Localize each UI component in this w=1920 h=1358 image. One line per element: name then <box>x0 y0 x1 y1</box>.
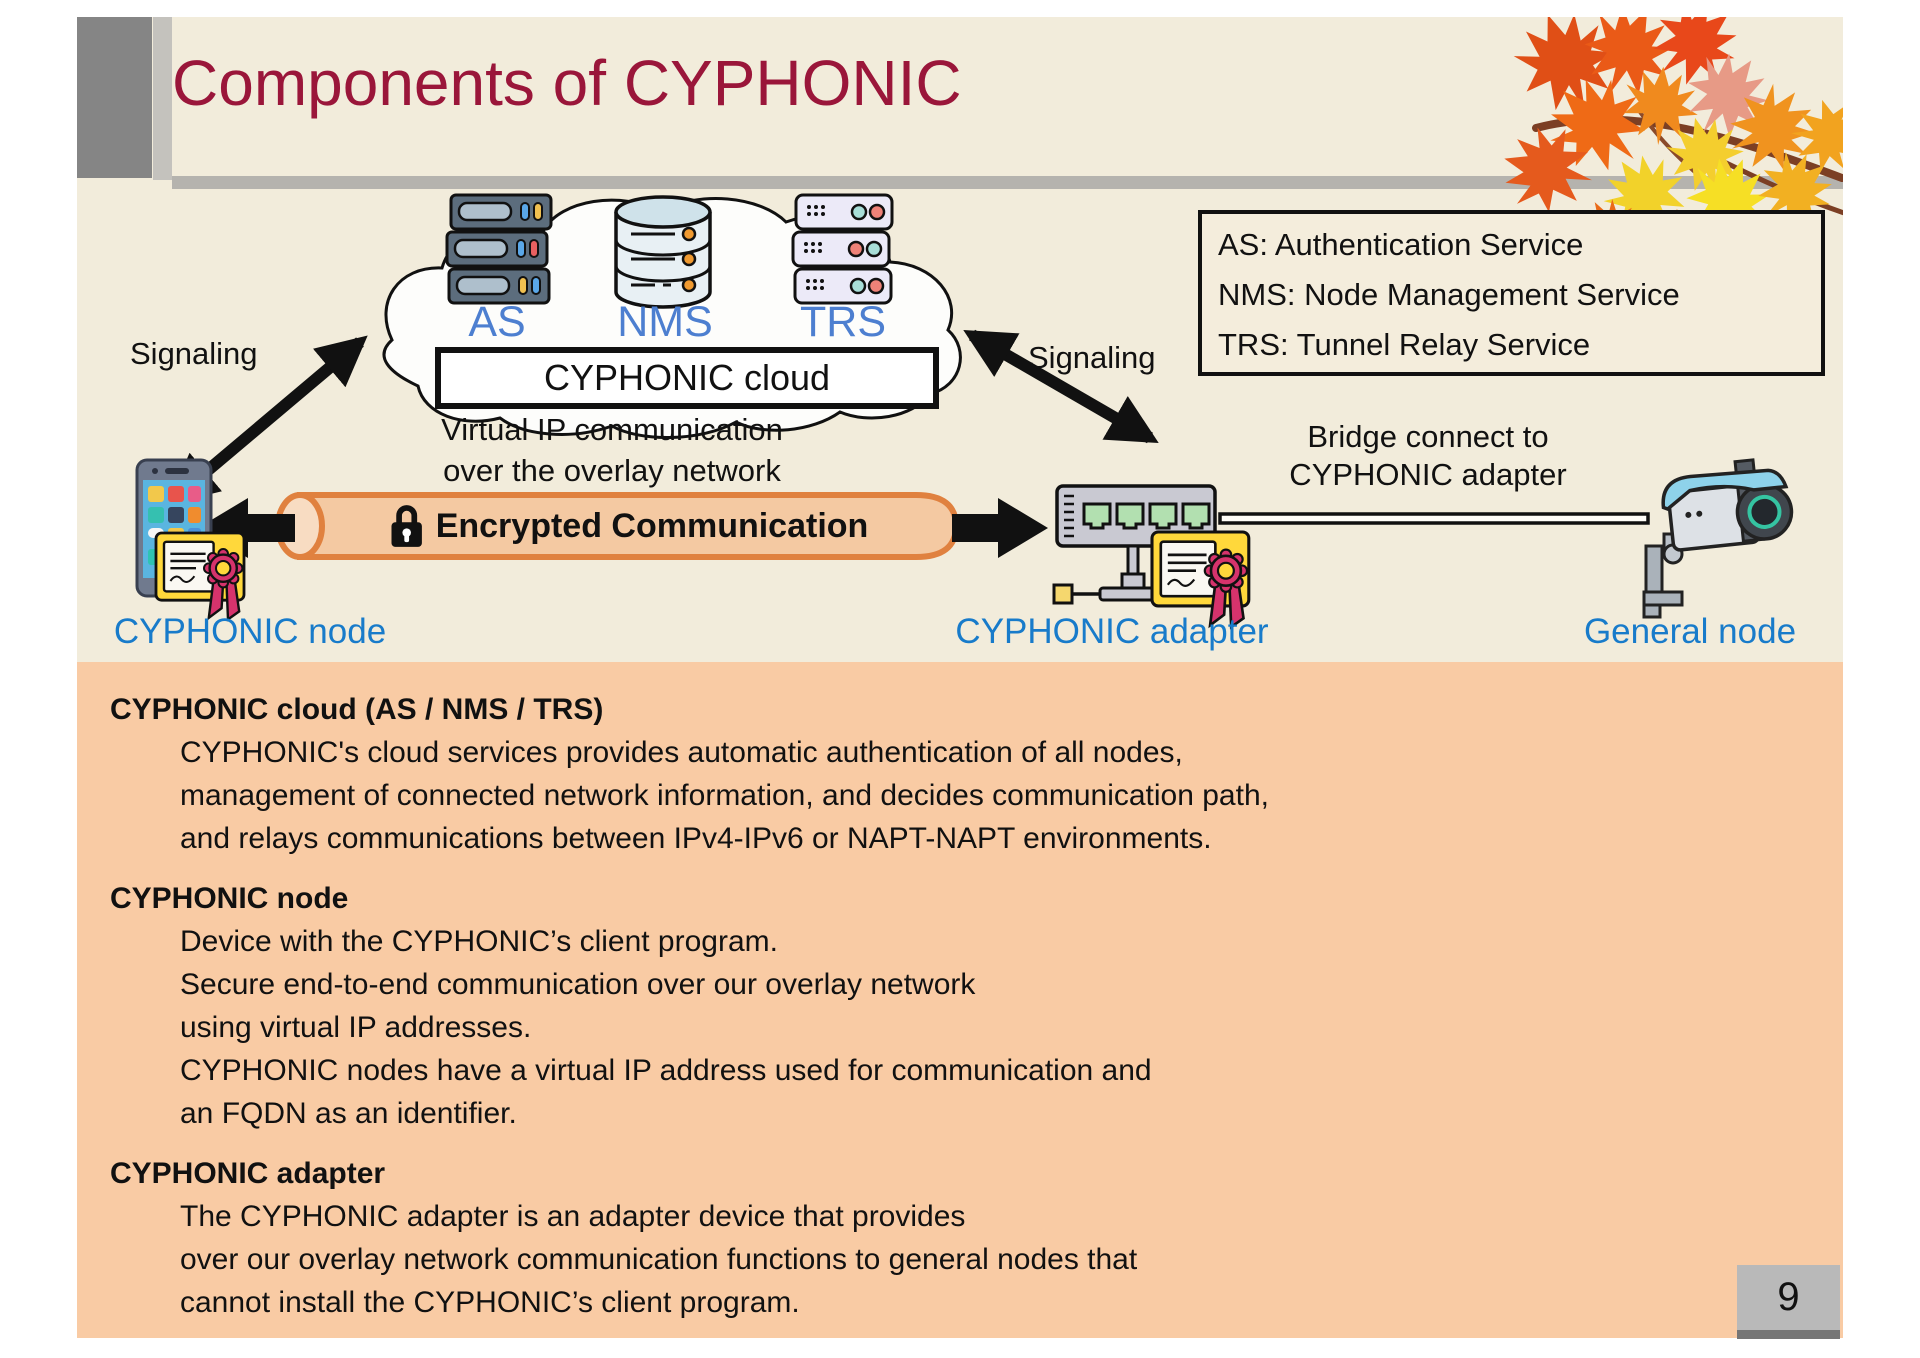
section-line: The CYPHONIC adapter is an adapter devic… <box>180 1200 966 1233</box>
description-panel: CYPHONIC cloud (AS / NMS / TRS) CYPHONIC… <box>77 662 1843 1338</box>
cyphonic-cloud-box: CYPHONIC cloud <box>435 347 939 409</box>
section-heading-adapter: CYPHONIC adapter <box>110 1157 386 1190</box>
encrypted-communication-label: Encrypted Communication <box>388 500 868 552</box>
signaling-label-left: Signaling <box>130 336 258 371</box>
section-line: Device with the CYPHONIC’s client progra… <box>180 925 778 958</box>
section-line: Secure end-to-end communication over our… <box>180 968 976 1001</box>
legend-box: AS: Authentication Service NMS: Node Man… <box>1198 210 1825 376</box>
nms-database-icon <box>614 195 712 309</box>
virtual-ip-line1: Virtual IP communication <box>441 412 783 447</box>
service-label-trs: TRS <box>800 298 886 346</box>
maple-leaves-decoration <box>1493 17 1843 278</box>
trs-servers-icon <box>791 193 894 305</box>
section-line: cannot install the CYPHONIC’s client pro… <box>180 1286 800 1319</box>
section-heading-cloud: CYPHONIC cloud (AS / NMS / TRS) <box>110 693 604 726</box>
legend-line-trs: TRS: Tunnel Relay Service <box>1218 327 1591 362</box>
lock-icon <box>391 505 422 547</box>
title-decoration-dark <box>77 17 152 178</box>
service-label-nms: NMS <box>617 298 713 346</box>
bridge-connect-line1: Bridge connect to <box>1307 419 1549 454</box>
title-rule <box>172 176 1843 189</box>
page-number: 9 <box>1737 1265 1840 1330</box>
section-line: management of connected network informat… <box>180 779 1269 812</box>
bridge-connection-line <box>1218 512 1650 525</box>
section-line: an FQDN as an identifier. <box>180 1097 517 1130</box>
cyphonic-cloud-label: CYPHONIC cloud <box>543 357 831 398</box>
signaling-arrow-right <box>963 329 1159 444</box>
bridge-connect-line2: CYPHONIC adapter <box>1289 457 1567 492</box>
section-line: using virtual IP addresses. <box>180 1011 532 1044</box>
section-line: and relays communications between IPv4-I… <box>180 822 1212 855</box>
arrow-left-icon <box>198 498 295 558</box>
camera-icon <box>1642 458 1794 619</box>
service-label-as: AS <box>468 298 526 346</box>
virtual-ip-line2: over the overlay network <box>443 453 781 488</box>
general-node-label: General node <box>1583 612 1797 651</box>
cyphonic-adapter-label: CYPHONIC adapter <box>955 612 1269 651</box>
section-heading-node: CYPHONIC node <box>110 882 349 915</box>
page-title: Components of CYPHONIC <box>172 47 962 119</box>
as-servers-icon <box>445 193 553 305</box>
cyphonic-node-label: CYPHONIC node <box>113 612 387 651</box>
legend-line-as: AS: Authentication Service <box>1218 227 1584 262</box>
section-line: CYPHONIC's cloud services provides autom… <box>180 736 1183 769</box>
legend-line-nms: NMS: Node Management Service <box>1218 277 1680 312</box>
page-number-strip <box>1737 1330 1840 1339</box>
signaling-label-right: Signaling <box>1028 340 1156 375</box>
certificate-icon <box>154 531 246 621</box>
title-decoration-light <box>153 17 172 180</box>
arrow-right-icon <box>952 498 1048 558</box>
section-line: CYPHONIC nodes have a virtual IP address… <box>180 1054 1152 1087</box>
section-line: over our overlay network communication f… <box>180 1243 1138 1276</box>
